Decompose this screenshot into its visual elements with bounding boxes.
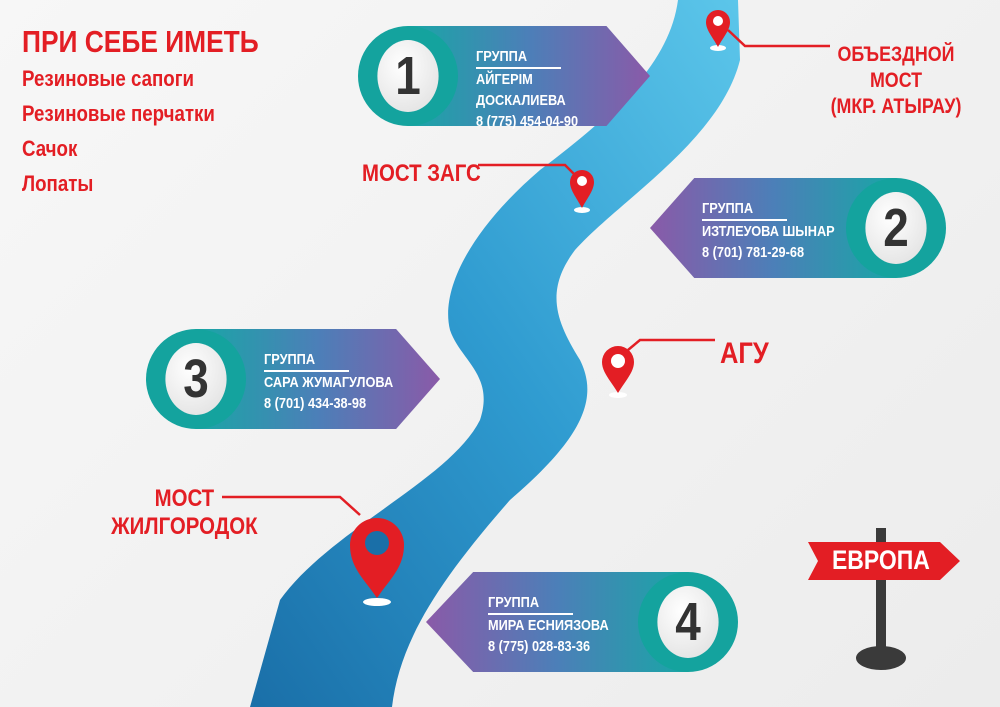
- checklist-item: Резиновые перчатки: [22, 101, 215, 126]
- group-leader: АЙГЕРІМ ДОСКАЛИЕВА: [476, 71, 566, 109]
- group-number: 1: [377, 40, 439, 112]
- checklist-item: Сачок: [22, 136, 78, 161]
- group-label: ГРУППА: [264, 349, 350, 372]
- group-label: ГРУППА: [488, 592, 574, 615]
- group-phone: 8 (701) 434-38-98: [264, 395, 367, 412]
- checklist-item: Резиновые сапоги: [22, 66, 195, 91]
- group-leader: ИЗТЛЕУОВА ШЫНАР: [702, 223, 835, 240]
- zags-bridge-label: МОСТ ЗАГС: [362, 160, 481, 187]
- label-line: МОСТ: [154, 485, 215, 512]
- group-leader: МИРА ЕСНИЯЗОВА: [488, 617, 609, 634]
- group-phone: 8 (775) 028-83-36: [488, 638, 591, 655]
- signpost-icon: [808, 528, 960, 670]
- group-card-3: 3 ГРУППА САРА ЖУМАГУЛОВА 8 (701) 434-38-98: [146, 329, 440, 429]
- group-number: 2: [865, 192, 927, 264]
- label-line: ЖИЛГОРОДОК: [111, 513, 258, 540]
- group-label: ГРУППА: [702, 198, 788, 221]
- group-number: 4: [657, 586, 719, 658]
- pin-agu-icon: [602, 346, 634, 398]
- checklist-title: ПРИ СЕБЕ ИМЕТЬ: [22, 24, 259, 59]
- group-phone: 8 (701) 781-29-68: [702, 244, 805, 261]
- group-number: 3: [165, 343, 227, 415]
- agu-label: АГУ: [720, 337, 769, 370]
- group-card-2: 2 ГРУППА ИЗТЛЕУОВА ШЫНАР 8 (701) 781-29-68: [650, 178, 946, 278]
- label-line: (МКР. АТЫРАУ): [830, 95, 962, 118]
- pin-bypass-icon: [706, 10, 730, 51]
- checklist-item: Лопаты: [22, 171, 94, 196]
- europe-sign-label: ЕВРОПА: [832, 545, 930, 575]
- bypass-bridge-label: ОБЪЕЗДНОЙ МОСТ (МКР. АТЫРАУ): [828, 42, 964, 120]
- pin-zags-icon: [570, 170, 594, 213]
- group-card-4: 4 ГРУППА МИРА ЕСНИЯЗОВА 8 (775) 028-83-36: [426, 572, 738, 672]
- group-phone: 8 (775) 454-04-90: [476, 113, 579, 130]
- group-leader: САРА ЖУМАГУЛОВА: [264, 374, 394, 391]
- pin-zhilgorodok-icon: [350, 518, 404, 606]
- group-label: ГРУППА: [476, 46, 562, 69]
- label-line: ОБЪЕЗДНОЙ МОСТ: [837, 43, 955, 92]
